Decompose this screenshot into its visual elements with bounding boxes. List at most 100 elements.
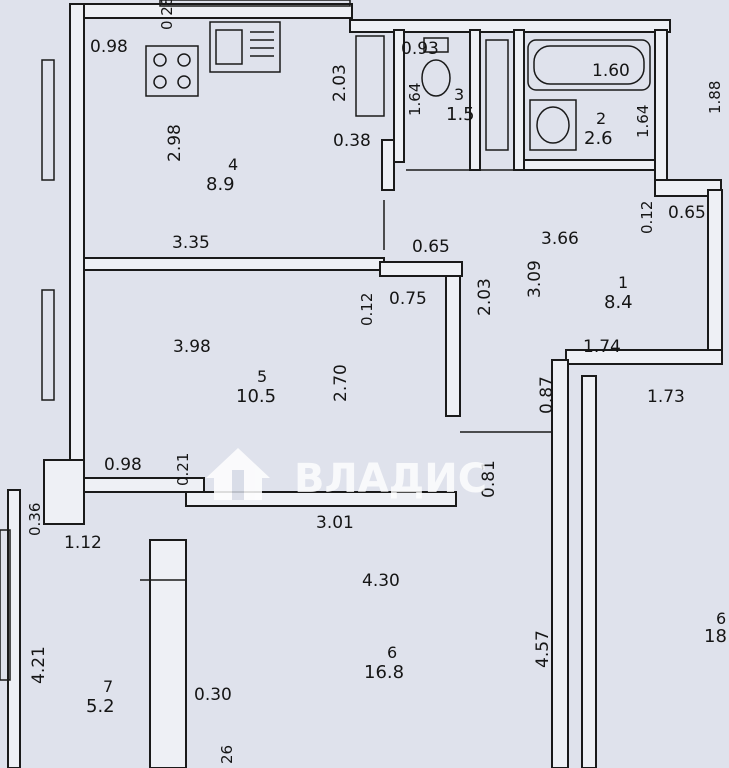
window-room5 <box>41 289 55 401</box>
dimension-label: 0.30 <box>194 685 232 705</box>
room-area: 18 <box>704 626 727 647</box>
doors <box>140 169 650 581</box>
wall-bath-bottom <box>523 159 656 171</box>
room-6b-label: 6 18 <box>704 609 727 647</box>
wall-room5-bottom-left <box>83 477 205 493</box>
wall-hall-bottom <box>565 349 723 365</box>
watermark: ВЛАДИС <box>206 448 487 502</box>
wall-room6-right <box>551 359 569 768</box>
window-kitchen <box>41 59 55 181</box>
wall-room7-left <box>7 489 21 768</box>
dimension-label: 0.98 <box>104 455 142 475</box>
burner-icon <box>177 53 191 67</box>
shaft-icon <box>355 35 385 117</box>
wall-left-corner <box>43 459 85 525</box>
window-top <box>159 0 351 7</box>
room-number: 1 <box>618 273 628 292</box>
wall-hall-top <box>379 261 463 277</box>
washbasin-icon <box>529 99 577 151</box>
dimension-label: 26 <box>218 745 236 764</box>
house-logo-icon <box>206 448 270 500</box>
burner-icon <box>153 53 167 67</box>
dimension-label: 3.98 <box>173 337 211 357</box>
dimension-label: 1.73 <box>647 387 685 407</box>
wall-kitchen-right <box>381 139 395 191</box>
dimension-label: 0.12 <box>638 201 656 234</box>
dimension-label: 1.64 <box>634 105 652 138</box>
kitchen-sink-icon <box>209 21 281 73</box>
wall-room5-right <box>445 275 461 417</box>
bathtub-inner-icon <box>533 45 645 85</box>
dimension-label: 4.30 <box>362 571 400 591</box>
room-area: 10.5 <box>236 386 276 407</box>
dimension-label: 1.88 <box>706 81 724 114</box>
room-number: 2 <box>596 109 606 128</box>
dimension-label: 0.98 <box>90 37 128 57</box>
room-number: 4 <box>228 155 238 174</box>
dimension-label: 1.64 <box>406 83 424 116</box>
watermark-brand: ВЛАДИС <box>294 456 487 502</box>
room-area: 1.5 <box>446 104 475 125</box>
dimension-label: 1.60 <box>592 61 630 81</box>
room-number: 6 <box>387 643 397 662</box>
dimension-label: 3.09 <box>525 260 545 298</box>
room-area: 2.6 <box>584 128 613 149</box>
dimension-label: 4.21 <box>29 646 49 684</box>
dimension-label: 3.66 <box>541 229 579 249</box>
wall-top-bath <box>349 19 671 33</box>
toilet-tank-icon <box>423 37 449 53</box>
dimension-label: 2.03 <box>330 64 350 102</box>
bathtub-icon <box>527 39 651 91</box>
room-7-label: 7 5.2 <box>86 677 115 717</box>
dimension-label: 0.87 <box>537 376 557 414</box>
wall-room7-right <box>149 539 187 768</box>
room-1-label: 1 8.4 <box>604 273 633 313</box>
dimension-label: 3.01 <box>316 513 354 533</box>
room-number: 7 <box>103 677 113 696</box>
room-area: 8.9 <box>206 174 235 195</box>
dimension-label: 0.65 <box>668 203 706 223</box>
window-room7 <box>0 529 11 681</box>
dimension-label: 2.70 <box>331 364 351 402</box>
dimension-label: 4.57 <box>533 630 553 668</box>
room-area: 8.4 <box>604 292 633 313</box>
dimension-labels: 0.98 0.28 2.03 0.93 1.64 1.60 1.88 1.64 … <box>26 0 724 764</box>
room-4-label: 4 8.9 <box>206 155 238 195</box>
room-number: 6 <box>716 609 726 628</box>
room-area: 5.2 <box>86 696 115 717</box>
wall-bath-left <box>513 29 525 171</box>
dimension-label: 0.38 <box>333 131 371 151</box>
room-area: 16.8 <box>364 662 404 683</box>
room-number: 3 <box>454 85 464 104</box>
room-5-label: 5 10.5 <box>236 367 276 407</box>
room-labels: 1 8.4 2 2.6 3 1.5 4 8.9 5 10.5 6 16.8 7 … <box>86 85 727 717</box>
dimension-label: 0.75 <box>389 289 427 309</box>
sink-bowl-icon <box>215 29 243 65</box>
toilet-icon <box>421 59 451 97</box>
dimension-label: 0.21 <box>174 453 192 486</box>
dimension-label: 1.74 <box>583 337 621 357</box>
room-2-label: 2 2.6 <box>584 109 613 149</box>
wall-left <box>69 3 85 525</box>
dimension-label: 3.35 <box>172 233 210 253</box>
wall-hall-right <box>707 189 723 361</box>
dimension-label: 0.81 <box>479 460 499 498</box>
dimension-label: 0.93 <box>401 39 439 59</box>
room-6-label: 6 16.8 <box>364 643 404 683</box>
dimension-label: 2.98 <box>165 124 185 162</box>
wall-wc-right <box>469 29 481 171</box>
dimension-label: 1.12 <box>64 533 102 553</box>
windows <box>0 0 351 681</box>
wall-hall-right-top <box>654 179 722 197</box>
room-3-label: 3 1.5 <box>446 85 475 125</box>
dimension-label: 0.36 <box>26 503 44 536</box>
wall-kitchen-room5 <box>83 257 385 271</box>
wall-room6b-left <box>581 375 597 768</box>
dimension-label: 0.28 <box>158 0 176 30</box>
room-number: 5 <box>257 367 267 386</box>
wall-bath-right <box>654 29 668 181</box>
burner-icon <box>177 75 191 89</box>
wall-wc-left <box>393 29 405 163</box>
